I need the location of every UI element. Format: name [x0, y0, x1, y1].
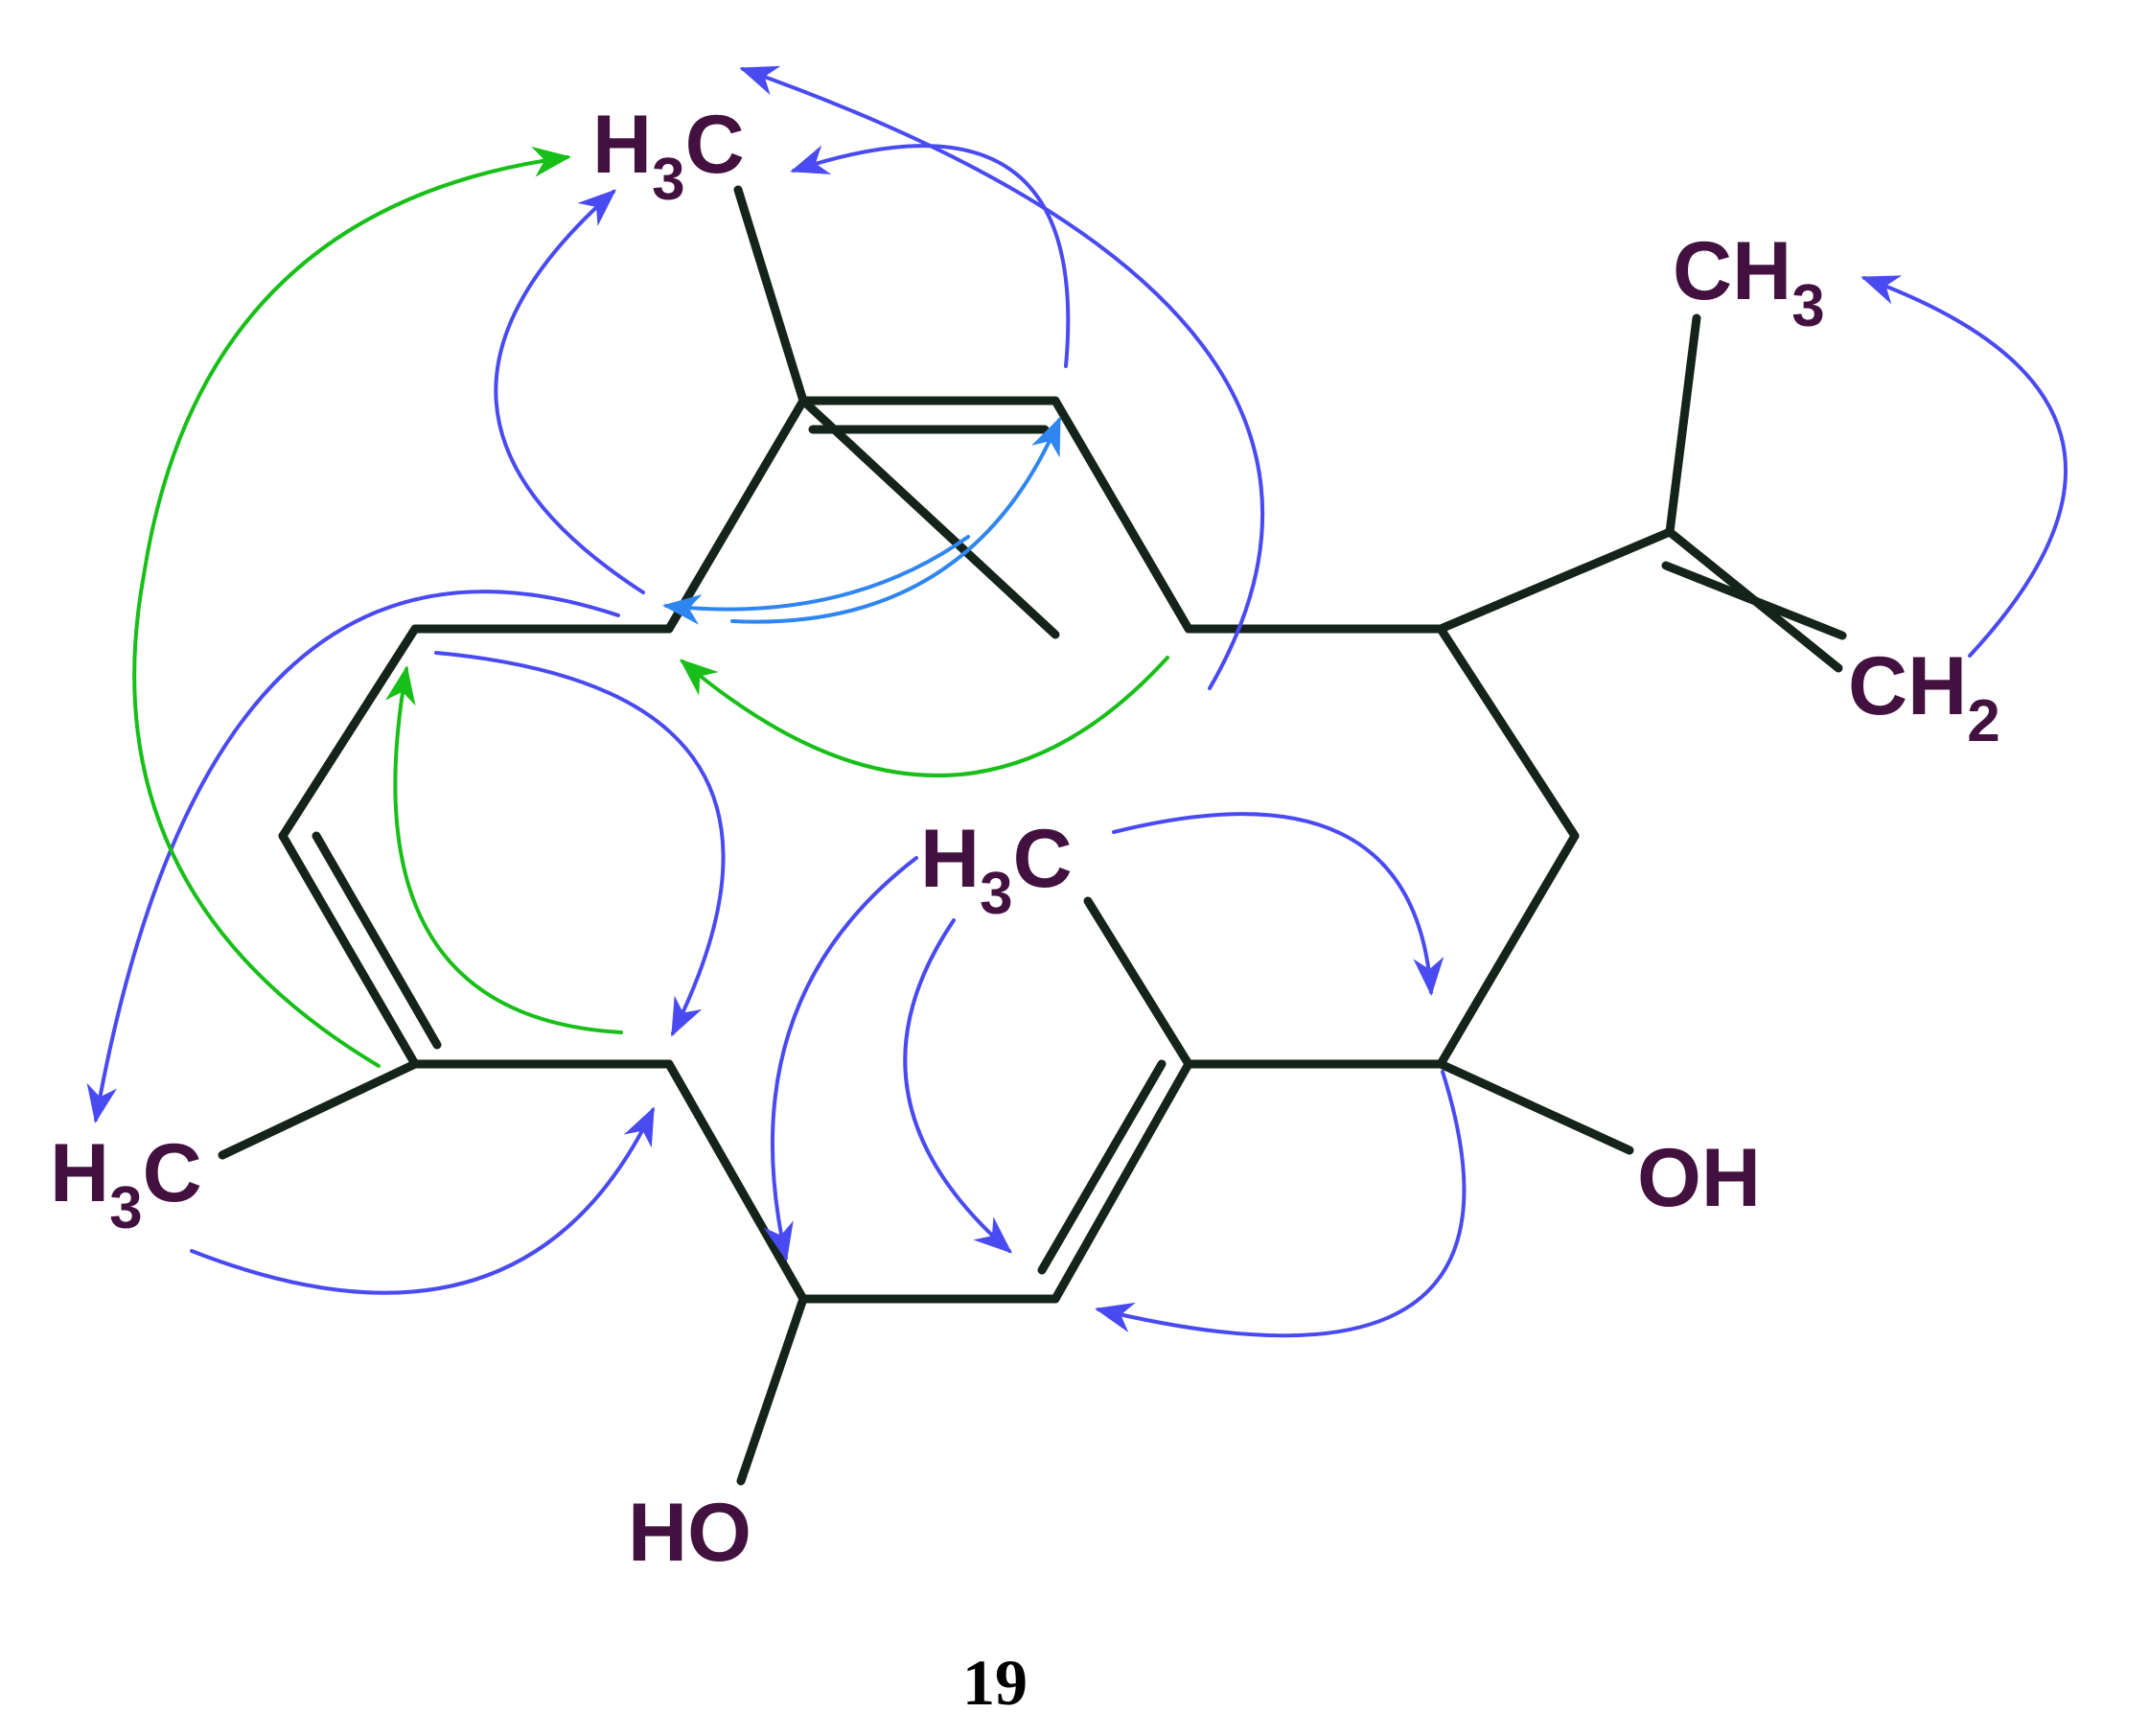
- label-methyl-left: H3C: [50, 1127, 202, 1241]
- bond-methyl-center: [1083, 896, 1193, 1069]
- label-hydroxyl-right: OH: [1637, 1132, 1761, 1224]
- label-methyl-center: H3C: [920, 813, 1073, 927]
- hmbc-arrow: [86, 590, 620, 1123]
- bond-ring-1: [798, 396, 1060, 639]
- hmbc-arrow: [434, 651, 726, 1037]
- bond-ring-10: [1436, 624, 1580, 841]
- bond-methyl-top: [733, 185, 808, 405]
- label-hydroxyl-bottom: HO: [628, 1487, 751, 1579]
- bond-left-double-b: [312, 831, 442, 1050]
- hmbc-arrow: [739, 65, 1265, 690]
- bond-right-double-b: [1037, 1059, 1167, 1275]
- hmbc-arrow: [790, 144, 1071, 368]
- bond-methylene-double-b: [1661, 561, 1847, 640]
- bond-ring-12: [1051, 396, 1193, 634]
- bond-ring-2: [664, 396, 808, 634]
- bond-isopropenyl: [1436, 527, 1675, 634]
- bond-right-double-a: [1051, 1059, 1193, 1304]
- label-methylene: CH2: [1848, 640, 2000, 754]
- noesy-arrow: [384, 665, 623, 1034]
- hmbc-arrow: [763, 856, 918, 1261]
- bond-ring-4: [278, 624, 420, 841]
- bond-ring-6: [664, 1059, 808, 1304]
- atom-labels: H3C CH3 CH2 H3C H3C OH HO: [50, 99, 2000, 1579]
- hmbc-arrows: [86, 65, 2068, 1338]
- noesy-arrow: [679, 656, 1169, 777]
- hmbc-arrow: [494, 189, 645, 594]
- hmbc-arrow: [190, 1106, 655, 1295]
- bond-ring-9: [1436, 831, 1580, 1069]
- bond-left-double-a: [278, 831, 420, 1069]
- bond-hydroxyl-right: [1436, 1059, 1634, 1155]
- bond-hydroxyl-bottom: [736, 1294, 808, 1486]
- hmbc-arrow: [903, 918, 1013, 1254]
- hmbc-arrow: [1860, 275, 2068, 658]
- cosy-arrow-to-double-bond: [730, 416, 1061, 624]
- bond-isopropenyl-methyl: [1665, 313, 1701, 537]
- hmbc-arrow: [1095, 1070, 1467, 1338]
- noesy-arrow: [132, 146, 571, 1068]
- cosy-arrow-to-ring-carbon: [662, 535, 970, 625]
- compound-number: 19: [962, 1646, 1028, 1719]
- label-methyl-isopropenyl: CH3: [1673, 225, 1825, 339]
- skeleton-bonds: [218, 185, 1847, 1486]
- label-methyl-top: H3C: [592, 99, 745, 213]
- hmbc-arrow: [1112, 812, 1444, 996]
- cosy-arrows: [662, 416, 1061, 625]
- noesy-arrows: [132, 146, 1169, 1068]
- bond-methyl-left: [218, 1059, 420, 1160]
